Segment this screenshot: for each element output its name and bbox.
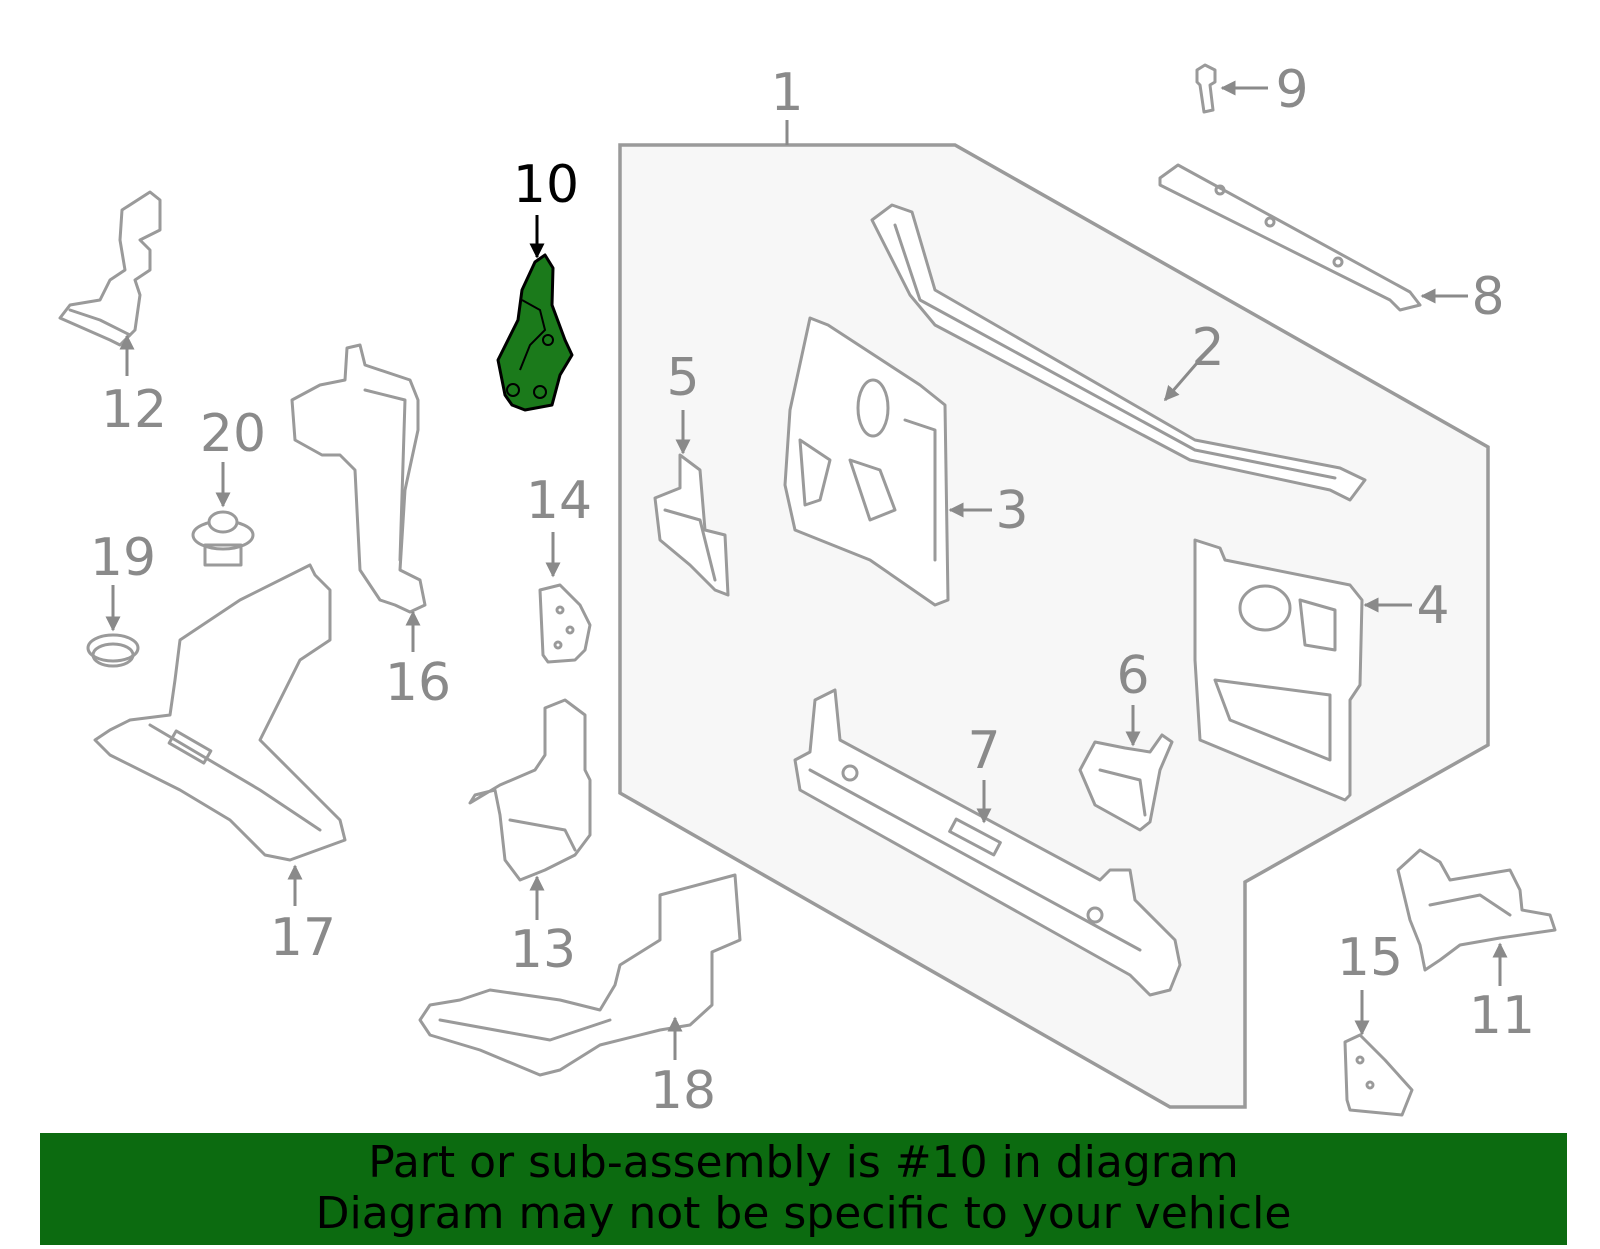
part-6-bracket[interactable] <box>1078 733 1174 832</box>
callout-6[interactable]: 6 <box>1116 646 1149 706</box>
part-2-upper-tie-bar[interactable] <box>870 203 1367 502</box>
callout-3[interactable]: 3 <box>995 481 1028 541</box>
part-13-bracket[interactable] <box>468 698 592 882</box>
callout-13[interactable]: 13 <box>510 920 576 980</box>
part-12-bracket[interactable] <box>58 190 162 347</box>
banner-line-2: Diagram may not be specific to your vehi… <box>315 1188 1292 1239</box>
part-5-bracket[interactable] <box>653 453 730 597</box>
callout-5[interactable]: 5 <box>666 348 699 408</box>
callout-12[interactable]: 12 <box>101 380 167 440</box>
callout-1[interactable]: 1 <box>770 63 803 123</box>
callouts: 1 2 3 4 5 6 7 8 9 10 11 12 13 14 15 16 1… <box>90 60 1535 1121</box>
callout-10[interactable]: 10 <box>513 155 579 215</box>
part-4-right-side-panel[interactable] <box>1193 538 1364 802</box>
callout-8[interactable]: 8 <box>1471 267 1504 327</box>
leaders <box>105 80 1508 1060</box>
callout-14[interactable]: 14 <box>526 471 592 531</box>
callout-19[interactable]: 19 <box>90 528 156 588</box>
callout-18[interactable]: 18 <box>650 1061 716 1121</box>
part-16-bracket[interactable] <box>290 343 427 614</box>
part-19-plug[interactable] <box>86 633 140 668</box>
callout-16[interactable]: 16 <box>385 653 451 713</box>
callout-15[interactable]: 15 <box>1337 928 1403 988</box>
part-17-bracket[interactable] <box>93 563 347 862</box>
banner-line-1: Part or sub-assembly is #10 in diagram <box>368 1137 1239 1188</box>
part-8-strip[interactable] <box>1158 163 1422 312</box>
part-15-plate[interactable] <box>1343 1033 1414 1117</box>
callout-20[interactable]: 20 <box>200 404 266 464</box>
part-7-lower-tie-bar[interactable] <box>793 688 1182 997</box>
part-11-bracket[interactable] <box>1396 848 1557 972</box>
callout-9[interactable]: 9 <box>1275 60 1308 120</box>
part-20-clip[interactable] <box>191 510 255 567</box>
part-9-clip[interactable] <box>1195 63 1217 114</box>
part-18-bracket[interactable] <box>418 873 742 1077</box>
part-10-highlighted-bracket[interactable] <box>496 253 574 412</box>
part-3-left-side-panel[interactable] <box>783 316 950 607</box>
callout-17[interactable]: 17 <box>270 908 336 968</box>
callout-7[interactable]: 7 <box>967 721 1000 781</box>
info-banner: Part or sub-assembly is #10 in diagram D… <box>40 1133 1567 1245</box>
callout-4[interactable]: 4 <box>1416 576 1449 636</box>
callout-11[interactable]: 11 <box>1469 986 1535 1046</box>
part-14-plate[interactable] <box>538 583 592 664</box>
callout-2[interactable]: 2 <box>1191 318 1224 378</box>
